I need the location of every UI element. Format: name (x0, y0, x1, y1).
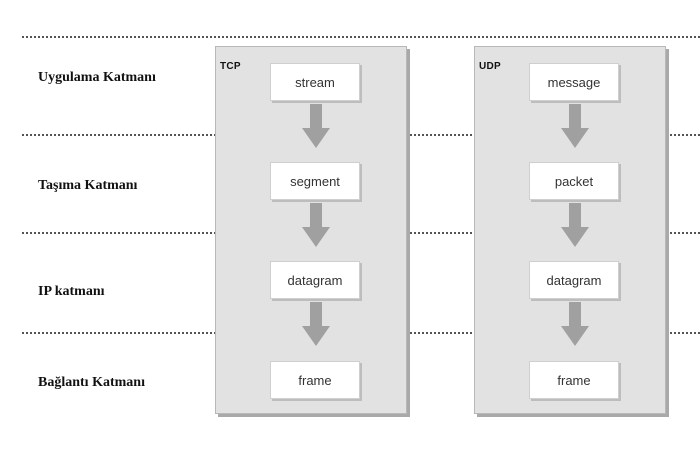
tcp-box-stream: stream (270, 63, 360, 101)
layer-separator-top (22, 36, 700, 38)
arrow-down-icon (302, 104, 330, 148)
layer-label-link: Bağlantı Katmanı (38, 375, 145, 390)
arrow-down-icon (561, 203, 589, 247)
udp-column: UDP message packet datagram frame (474, 46, 666, 414)
tcp-box-datagram: datagram (270, 261, 360, 299)
layer-label-ip: IP katmanı (38, 284, 105, 299)
arrow-down-icon (561, 302, 589, 346)
arrow-down-icon (302, 203, 330, 247)
arrow-down-icon (561, 104, 589, 148)
tcp-box-frame: frame (270, 361, 360, 399)
udp-box-message: message (529, 63, 619, 101)
udp-box-frame: frame (529, 361, 619, 399)
udp-box-packet: packet (529, 162, 619, 200)
udp-column-title: UDP (479, 61, 502, 72)
udp-box-datagram: datagram (529, 261, 619, 299)
arrow-down-icon (302, 302, 330, 346)
layer-label-transport: Taşıma Katmanı (38, 178, 138, 193)
tcp-box-segment: segment (270, 162, 360, 200)
tcp-column: TCP stream segment datagram frame (215, 46, 407, 414)
tcp-column-title: TCP (220, 61, 241, 72)
layer-label-application: Uygulama Katmanı (38, 70, 156, 85)
